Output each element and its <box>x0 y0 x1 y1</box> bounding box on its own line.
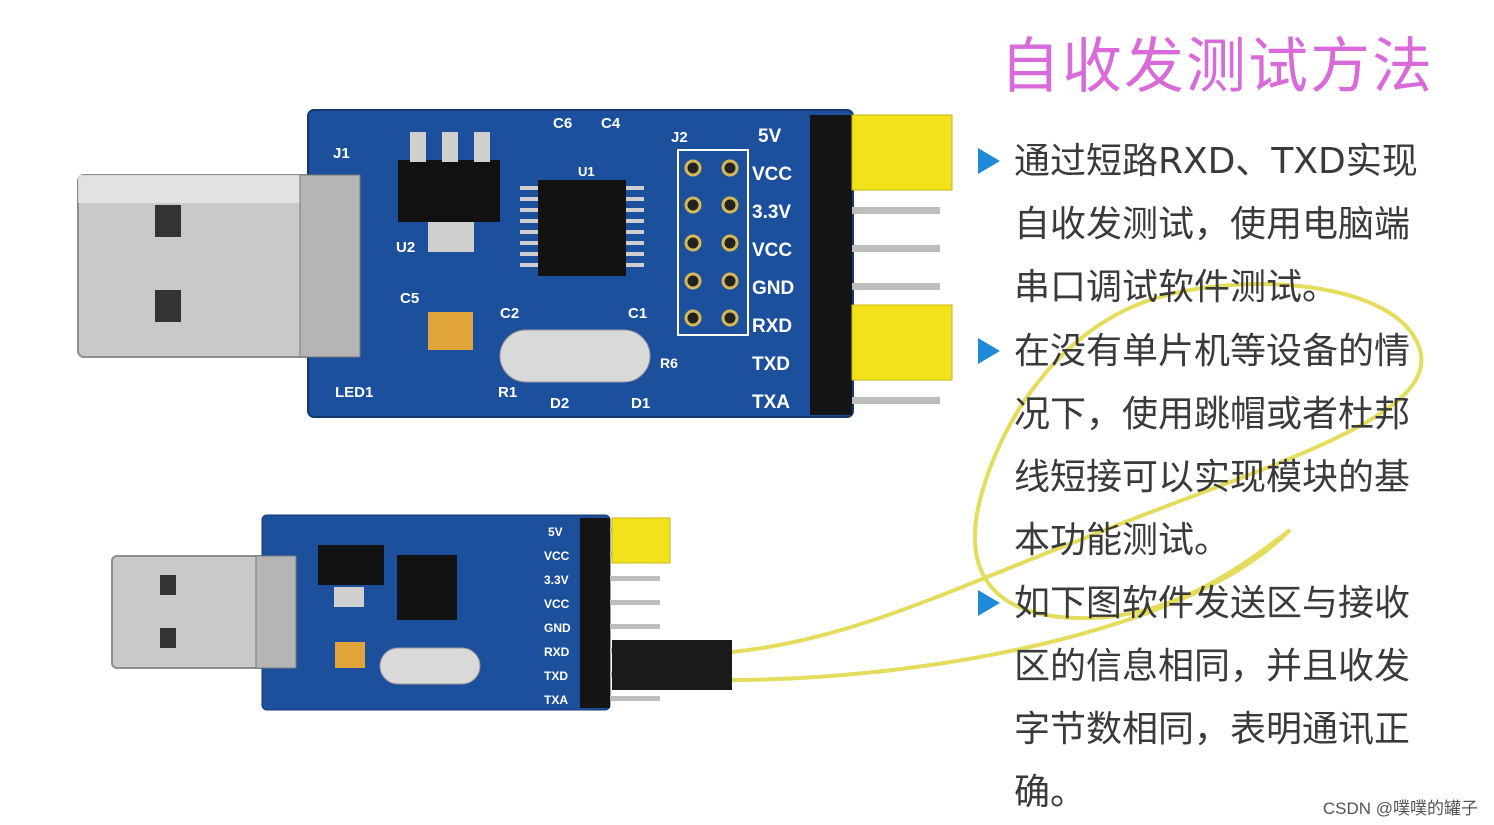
bullet-line: 况下，使用跳帽或者杜邦 <box>1014 394 1411 435</box>
pin-label: 3.3V <box>752 202 791 223</box>
bullet-line: 区的信息相同，并且收发 <box>1014 646 1411 687</box>
bullet-line: 确。 <box>1014 772 1087 813</box>
bullet-line: 字节数相同，表明通讯正 <box>1014 709 1411 750</box>
pin-label: VCC <box>752 164 792 185</box>
pin-label: GND <box>544 621 571 635</box>
dupont-wire <box>731 282 1424 682</box>
pin-label: GND <box>752 278 794 299</box>
pin-label: 3.3V <box>544 573 569 587</box>
bullet-arrow-icon <box>978 338 1000 364</box>
label-c4: C4 <box>601 115 621 132</box>
label-c2: C2 <box>500 305 519 322</box>
label-r1: R1 <box>498 384 517 401</box>
label-u2: U2 <box>396 239 415 256</box>
pin-label: VCC <box>544 597 570 611</box>
label-j2: J2 <box>671 129 688 146</box>
label-led1: LED1 <box>335 384 373 401</box>
bullet-line: 本功能测试。 <box>1014 520 1231 561</box>
label-c1: C1 <box>628 305 647 322</box>
label-r6: R6 <box>660 355 678 371</box>
large-board: J1 U2 C5 C6 C4 U1 J2 C2 C1 R6 LED1 R1 D2… <box>77 109 953 418</box>
bullet-line: 在没有单片机等设备的情 <box>978 320 1418 383</box>
bullet-arrow-icon <box>978 148 1000 174</box>
bullet-line: 自收发测试，使用电脑端 <box>1014 204 1411 245</box>
bullet-line: 如下图软件发送区与接收 <box>978 572 1418 635</box>
pin-labels-small: 5V VCC 3.3V VCC GND RXD TXD TXA <box>544 525 571 707</box>
pin-label: VCC <box>544 549 570 563</box>
small-board: 5V VCC 3.3V VCC GND RXD TXD TXA <box>111 514 732 711</box>
bullet-line: 线短接可以实现模块的基 <box>1014 457 1411 498</box>
bullet-block-1: 通过短路RXD、TXD实现 自收发测试，使用电脑端 串口调试软件测试。 <box>978 130 1418 319</box>
pin-label: 5V <box>758 126 782 147</box>
label-d2: D2 <box>550 395 569 412</box>
bullet-arrow-icon <box>978 590 1000 616</box>
label-c6: C6 <box>553 115 572 132</box>
label-u1: U1 <box>578 164 595 179</box>
pin-label: VCC <box>752 240 792 261</box>
pin-label: TXD <box>544 669 568 683</box>
pin-label: RXD <box>752 316 792 337</box>
pin-label: 5V <box>548 525 563 539</box>
bullet-line: 通过短路RXD、TXD实现 <box>978 130 1418 193</box>
bullet-line: 串口调试软件测试。 <box>1014 267 1339 308</box>
pin-label: TXA <box>544 693 568 707</box>
pin-labels-large: 5V VCC 3.3V VCC GND RXD TXD TXA <box>752 126 794 413</box>
label-c5: C5 <box>400 290 419 307</box>
label-d1: D1 <box>631 395 650 412</box>
bullet-block-2: 在没有单片机等设备的情 况下，使用跳帽或者杜邦 线短接可以实现模块的基 本功能测… <box>978 320 1418 572</box>
pin-label: RXD <box>544 645 570 659</box>
watermark: CSDN @噗噗的罐子 <box>1322 799 1478 818</box>
label-j1: J1 <box>333 145 350 162</box>
pin-label: TXA <box>752 392 790 413</box>
bullet-block-3: 如下图软件发送区与接收 区的信息相同，并且收发 字节数相同，表明通讯正 确。 <box>978 572 1418 824</box>
pin-label: TXD <box>752 354 790 375</box>
page-title: 自收发测试方法 <box>1000 32 1434 102</box>
